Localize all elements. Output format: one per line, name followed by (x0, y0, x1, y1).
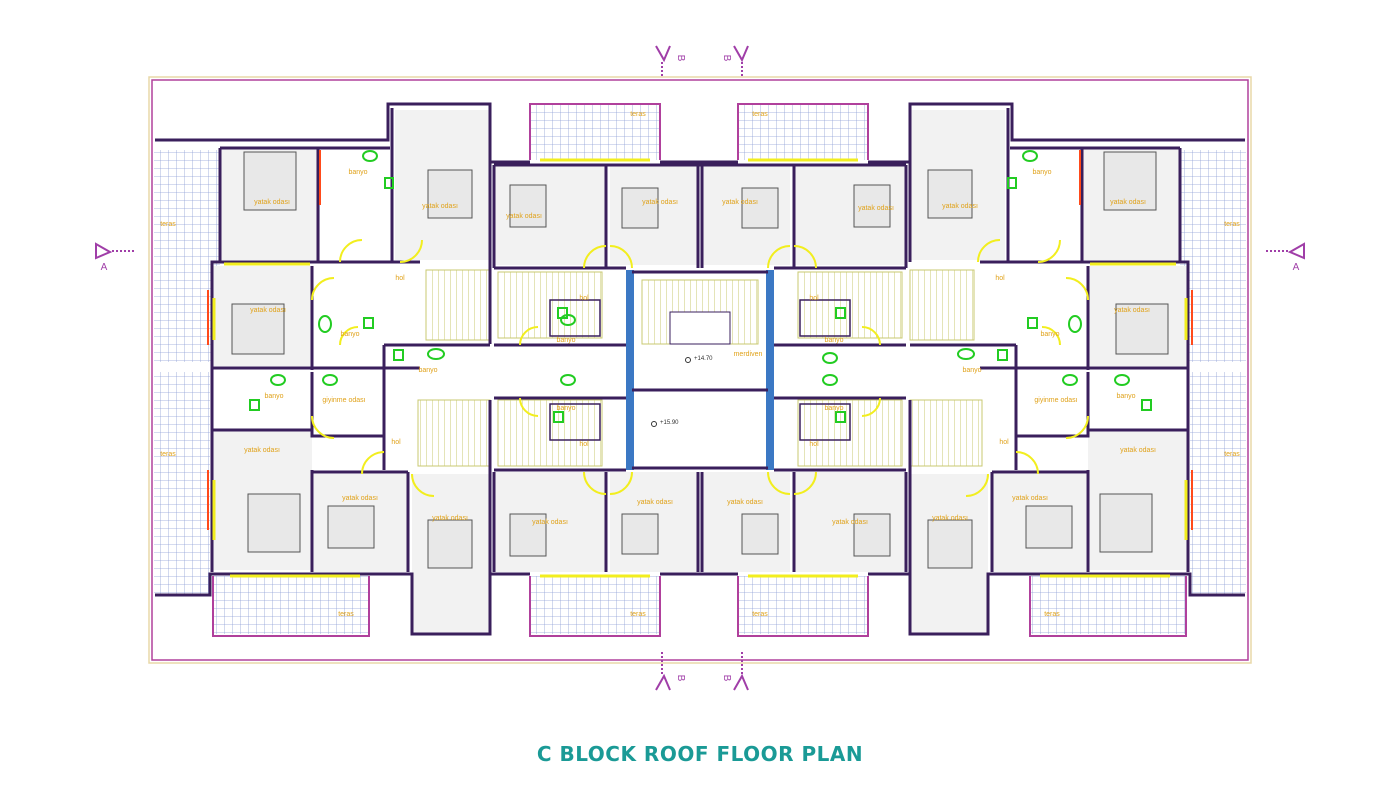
svg-text:A: A (1293, 262, 1300, 273)
room-label: banyo (824, 405, 843, 412)
beds (231, 151, 1169, 569)
room-label: hol (391, 439, 401, 446)
room-label: teras (338, 611, 354, 618)
terrace-south-3 (738, 576, 868, 634)
terrace-west-lower (154, 372, 210, 594)
elevation-lower: +15.90 (660, 420, 679, 426)
room-label: yatak odası (727, 499, 763, 506)
section-markers: A A B B B B (95, 45, 1305, 691)
section-marker-a-east: A (1266, 242, 1305, 273)
svg-text:B: B (675, 675, 686, 682)
shaft-walls (626, 270, 774, 470)
terrace-north-1 (530, 104, 660, 160)
section-marker-b-south-left: B (655, 652, 686, 691)
room-label: banyo (340, 331, 359, 338)
svg-text:B: B (675, 55, 686, 62)
room-label: teras (160, 451, 176, 458)
terrace-rails (212, 103, 1187, 637)
room-label: giyinme odası (322, 397, 365, 404)
terrace-south-4 (1030, 576, 1186, 634)
room-label: yatak odası (250, 307, 286, 314)
room-label: banyo (962, 367, 981, 374)
room-fills (212, 110, 1188, 634)
room-label: yatak odası (932, 515, 968, 522)
room-label: yatak odası (422, 203, 458, 210)
terrace-east-upper (1180, 150, 1246, 362)
room-label: teras (630, 111, 646, 118)
terrace-south-1 (213, 576, 369, 634)
room-label: yatak odası (1120, 447, 1156, 454)
room-label: teras (752, 111, 768, 118)
room-label: teras (630, 611, 646, 618)
section-marker-b-north-right: B (721, 45, 749, 76)
room-label: teras (1224, 221, 1240, 228)
bath-fixtures (249, 150, 1152, 423)
plan-title: C BLOCK ROOF FLOOR PLAN (536, 742, 864, 766)
room-label: banyo (556, 405, 575, 412)
room-label: yatak odası (722, 199, 758, 206)
room-label: merdiven (734, 351, 763, 358)
room-label: banyo (556, 337, 575, 344)
terrace-north-2 (738, 104, 868, 160)
elevation-upper: +14.70 (694, 356, 713, 362)
section-marker-b-south-right: B (721, 652, 749, 691)
room-label: hol (995, 275, 1005, 282)
room-label: yatak odası (254, 199, 290, 206)
room-label: yatak odası (532, 519, 568, 526)
room-label: banyo (418, 367, 437, 374)
elevation-marks: +14.70 +15.90 (651, 356, 713, 427)
room-label: banyo (348, 169, 367, 176)
staircases (417, 269, 983, 467)
room-label: hol (809, 441, 819, 448)
room-label: yatak odası (1110, 199, 1146, 206)
room-label: banyo (1116, 393, 1135, 400)
room-label: hol (579, 441, 589, 448)
svg-text:B: B (721, 55, 732, 62)
room-label: yatak odası (858, 205, 894, 212)
room-label: hol (999, 439, 1009, 446)
room-label: yatak odası (244, 447, 280, 454)
room-label: yatak odası (832, 519, 868, 526)
window-sills (212, 158, 1188, 578)
room-label: hol (395, 275, 405, 282)
room-label: yatak odası (1012, 495, 1048, 502)
room-label: teras (752, 611, 768, 618)
room-label: teras (1224, 451, 1240, 458)
terrace-west-upper (154, 150, 220, 362)
room-label: banyo (1032, 169, 1051, 176)
section-marker-b-north-left: B (655, 45, 686, 76)
room-label: yatak odası (942, 203, 978, 210)
walls (155, 102, 1245, 636)
terrace-south-2 (530, 576, 660, 634)
room-label: hol (579, 295, 589, 302)
door-swings (311, 239, 1089, 497)
section-marker-a-west: A (95, 242, 134, 273)
room-label: hol (809, 295, 819, 302)
room-labels: yatak odası yatak odası yatak odası yata… (160, 111, 1240, 618)
room-label: yatak odası (1114, 307, 1150, 314)
room-label: yatak odası (506, 213, 542, 220)
room-label: giyinme odası (1034, 397, 1077, 404)
room-label: banyo (1040, 331, 1059, 338)
room-label: banyo (824, 337, 843, 344)
room-label: yatak odası (637, 499, 673, 506)
building-boundary (148, 76, 1252, 664)
svg-text:A: A (101, 262, 108, 273)
room-label: yatak odası (642, 199, 678, 206)
room-label: teras (160, 221, 176, 228)
room-label: yatak odası (342, 495, 378, 502)
terrace-east-lower (1190, 372, 1246, 594)
windows (207, 150, 1193, 530)
room-label: teras (1044, 611, 1060, 618)
terraces (154, 104, 1246, 634)
room-label: yatak odası (432, 515, 468, 522)
svg-text:B: B (721, 675, 732, 682)
room-label: banyo (264, 393, 283, 400)
